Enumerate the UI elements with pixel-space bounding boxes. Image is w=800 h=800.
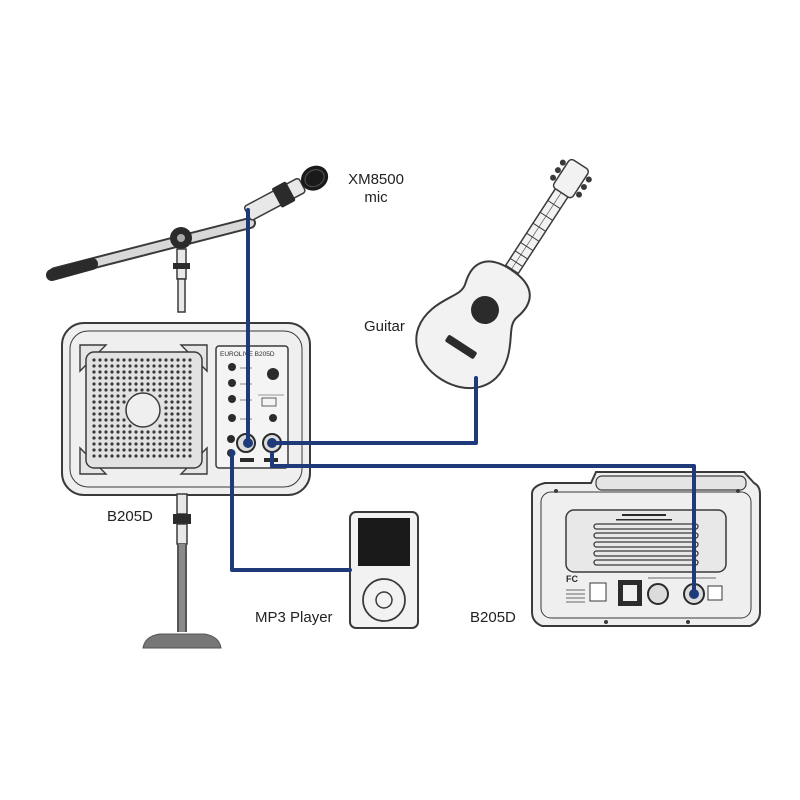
front-speaker-label: B205D (107, 508, 153, 525)
cable-mp3 (230, 451, 352, 572)
rear-speaker-label: B205D (470, 609, 516, 626)
speaker-stand (142, 493, 222, 649)
guitar-label: Guitar (364, 318, 405, 335)
cables (230, 208, 696, 596)
cable-link (270, 451, 696, 596)
mp3-player-icon (349, 511, 419, 629)
speaker-front: EUROLIVE B205D (61, 322, 311, 496)
mic-stand (46, 165, 329, 313)
mic-model-label: XM8500 (348, 171, 404, 188)
panel-knobs (228, 363, 279, 422)
grille-badge-icon (125, 392, 161, 428)
guitar-icon (415, 158, 592, 390)
cable-guitar (270, 376, 478, 445)
mp3-player-label: MP3 Player (255, 609, 333, 626)
connector-heads (228, 438, 699, 599)
mic-word-label: mic (364, 189, 388, 206)
speaker-rear: FC (531, 471, 761, 627)
mic-label: XM8500 mic (346, 171, 406, 207)
svg-text:FC: FC (566, 574, 578, 584)
